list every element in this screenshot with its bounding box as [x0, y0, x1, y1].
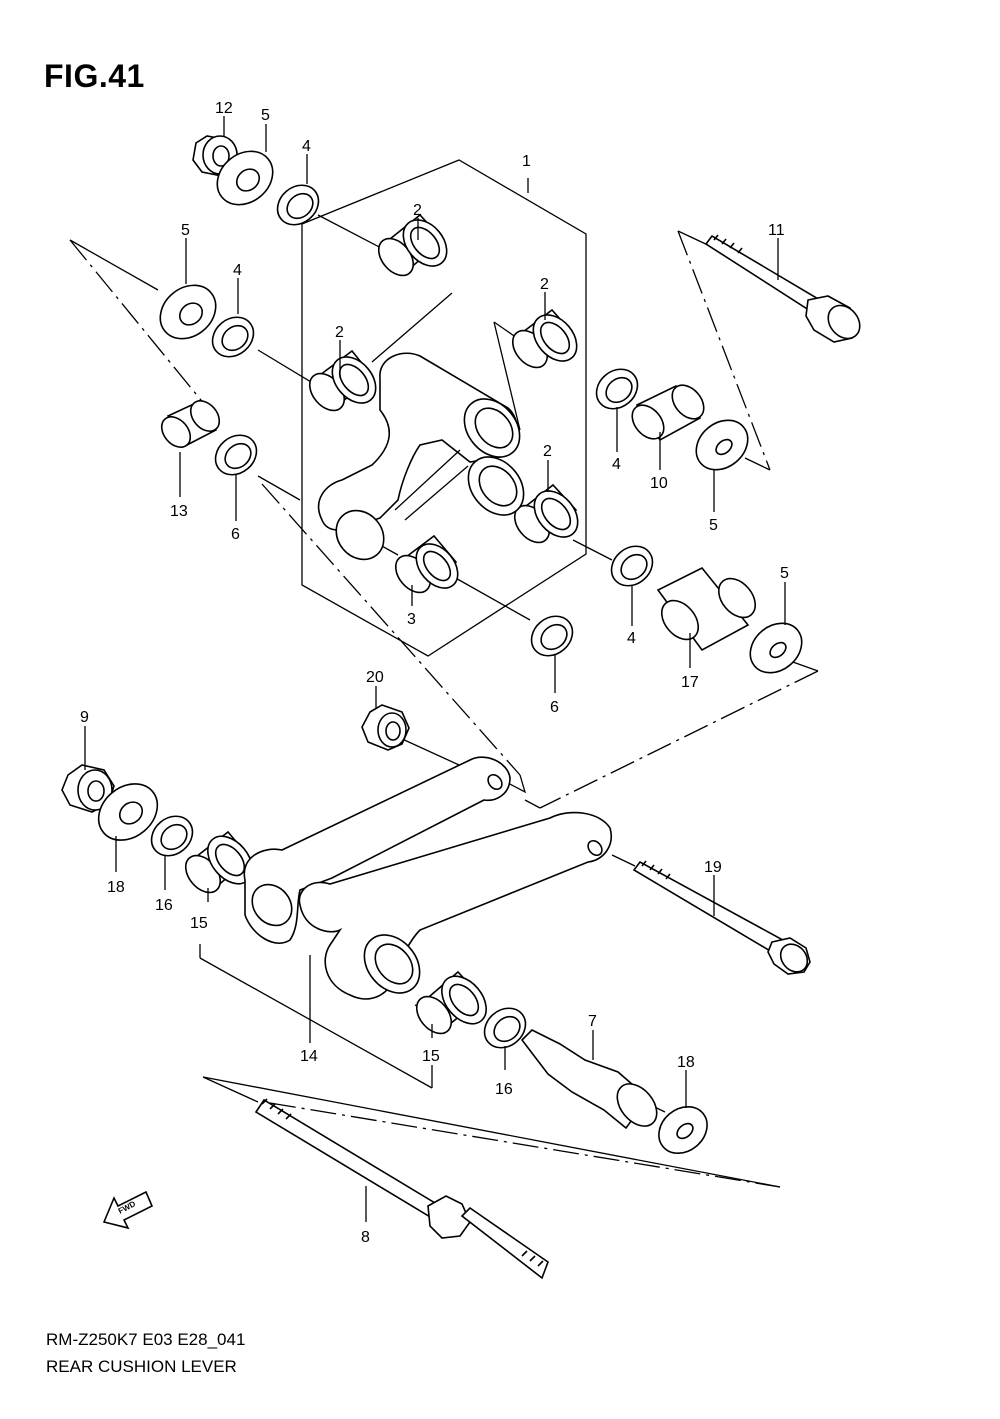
diagram-name: REAR CUSHION LEVER	[46, 1357, 237, 1376]
callout-19: 19	[704, 859, 722, 876]
callout-1: 1	[522, 153, 531, 170]
assembly-outline-1	[301, 159, 587, 657]
part-cushion-lever-14	[243, 756, 612, 1000]
callout-5-right: 5	[709, 517, 718, 534]
part-nut-20	[361, 704, 410, 751]
callout-16-upper: 16	[155, 897, 173, 914]
callout-2-upper-right: 2	[540, 276, 549, 293]
callout-11: 11	[768, 222, 785, 239]
part-washer-18-left	[97, 783, 159, 841]
callout-20: 20	[366, 669, 384, 686]
part-bolt-19	[632, 860, 811, 975]
fwd-arrow-icon: FWD	[102, 1190, 154, 1230]
part-washer-5-left	[159, 284, 217, 340]
part-seal-4-right	[595, 368, 639, 410]
part-collar-13	[160, 400, 221, 448]
part-collar-17	[656, 566, 757, 652]
callout-4-right: 4	[612, 456, 621, 473]
callout-5-lower: 5	[780, 565, 789, 582]
callout-5-top: 5	[261, 107, 270, 124]
callout-numbers: 12 5 4 1 2 11 5 4 2 2 4 10 5 2 13 6 3 4 …	[80, 100, 789, 1246]
part-seal-4-left	[211, 316, 255, 358]
callout-9: 9	[80, 709, 89, 726]
callout-4-top: 4	[302, 138, 311, 155]
part-bearing-2-top	[377, 213, 448, 277]
part-collar-10	[631, 384, 705, 442]
callout-8: 8	[361, 1229, 370, 1246]
part-washer-5-lower	[749, 622, 803, 674]
part-bearing-2-upper-right	[511, 308, 578, 369]
part-seal-6-lower	[530, 615, 574, 657]
callout-15-lower: 15	[422, 1048, 440, 1065]
part-bearing-2-lower-right	[513, 483, 579, 544]
callout-15-upper: 15	[190, 915, 208, 932]
callout-5-left: 5	[181, 222, 190, 239]
callout-16-lower: 16	[495, 1081, 513, 1098]
part-bearing-15-lower	[415, 970, 487, 1035]
part-bearing-3	[394, 534, 459, 594]
callout-2-top: 2	[413, 202, 422, 219]
part-seal-4-lower	[610, 545, 654, 587]
part-washer-5-top	[216, 150, 274, 206]
callout-6-left: 6	[231, 526, 240, 543]
callout-2-mid-left: 2	[335, 324, 344, 341]
callout-10: 10	[650, 475, 668, 492]
callout-13: 13	[170, 503, 188, 520]
callout-14: 14	[300, 1048, 318, 1065]
guide-lines	[69, 214, 819, 1188]
part-seal-4-top	[276, 184, 320, 226]
part-seal-16-lower	[483, 1007, 527, 1049]
callout-2-lower-right: 2	[543, 443, 552, 460]
callout-leaders	[84, 116, 786, 1222]
part-bolt-11	[704, 234, 861, 343]
part-cushion-rod-1	[317, 352, 525, 561]
callout-18-left: 18	[107, 879, 125, 896]
part-nut-9	[61, 764, 115, 813]
callout-3: 3	[407, 611, 416, 628]
part-seal-6-left	[214, 434, 258, 476]
callout-17: 17	[681, 674, 699, 691]
callout-4-left: 4	[233, 262, 242, 279]
model-code: RM-Z250K7 E03 E28_041	[46, 1330, 246, 1349]
callout-12: 12	[215, 100, 233, 117]
callout-7: 7	[588, 1013, 597, 1030]
part-bearing-15-upper	[184, 830, 253, 894]
callout-4-lower: 4	[627, 630, 636, 647]
part-washer-18-lower	[658, 1106, 708, 1154]
figure-title: FIG.41	[44, 58, 145, 94]
part-bolt-8	[254, 1098, 549, 1280]
part-bearing-2-mid-left	[308, 349, 377, 412]
callout-6-lower: 6	[550, 699, 559, 716]
part-seal-16-upper	[150, 815, 194, 857]
callout-18-lower: 18	[677, 1054, 695, 1071]
part-spacer-7	[520, 1029, 658, 1130]
part-washer-5-right	[695, 419, 749, 471]
